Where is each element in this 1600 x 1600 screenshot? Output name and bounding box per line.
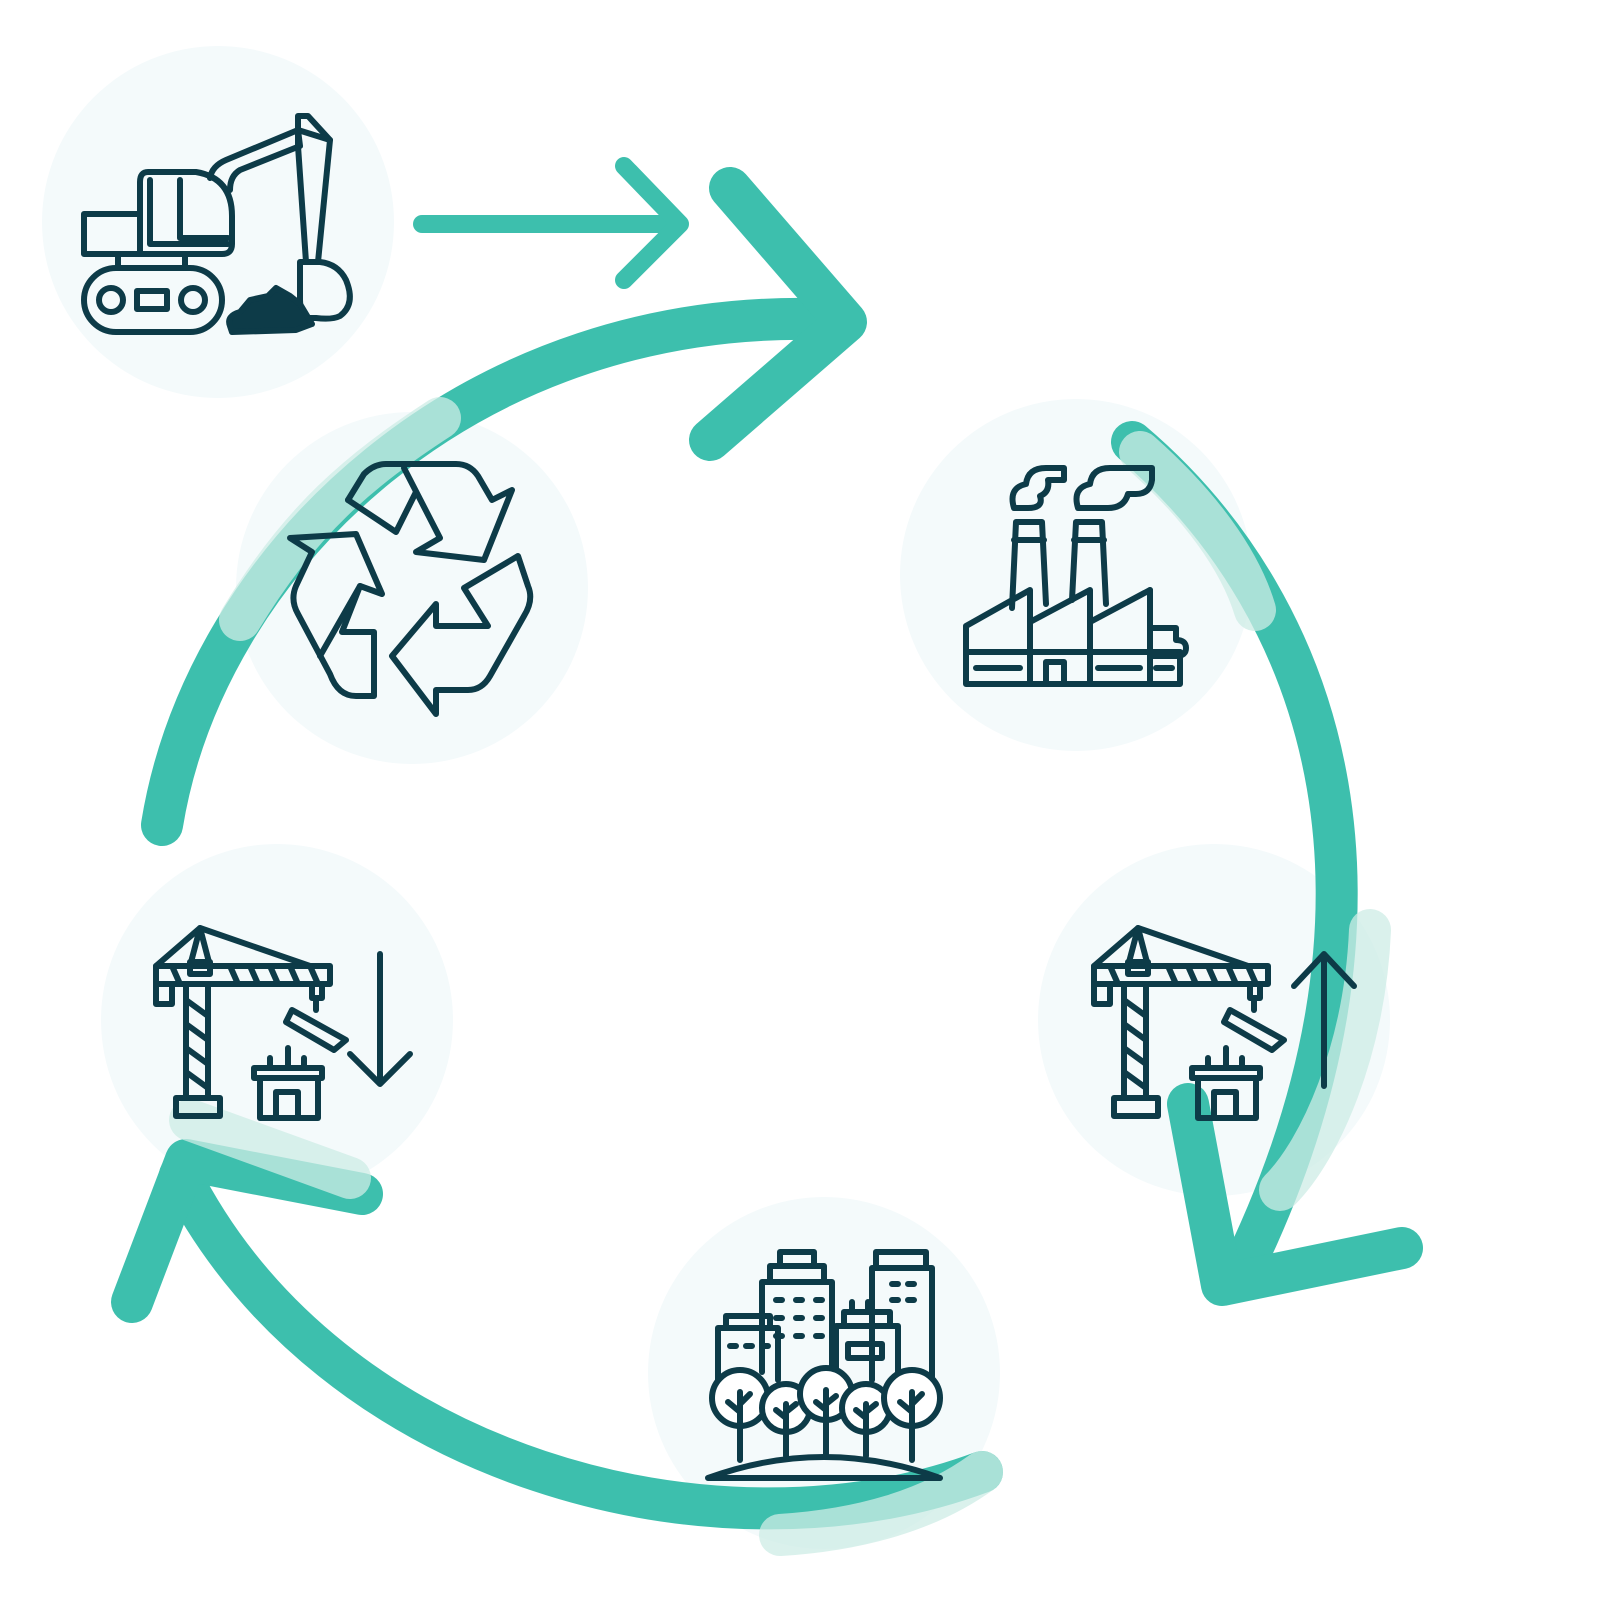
- arrow-excavator-to-factory-head: [615, 157, 689, 289]
- overlap-recycle: [219, 397, 461, 641]
- recycle-icon: [287, 461, 534, 717]
- crane-up-icon: [1091, 925, 1357, 1121]
- crane-down-icon: [153, 925, 413, 1121]
- arrow-factory-to-crane-up-head: [1167, 1083, 1423, 1306]
- overlap-crane-up: [1259, 909, 1391, 1211]
- overlap-factory: [1119, 431, 1276, 631]
- node-circles: [42, 46, 1390, 1549]
- factory-icon: [963, 465, 1189, 687]
- overlap-city: [759, 1451, 1003, 1556]
- arrow-recycle-to-factory-head: [689, 167, 867, 461]
- city-trees-icon: [705, 1249, 943, 1481]
- excavator-icon: [81, 113, 353, 335]
- arrow-city-to-crane-down: [159, 1154, 1003, 1530]
- excavator-circle: [42, 46, 394, 398]
- overlap-crane-down: [169, 1099, 371, 1199]
